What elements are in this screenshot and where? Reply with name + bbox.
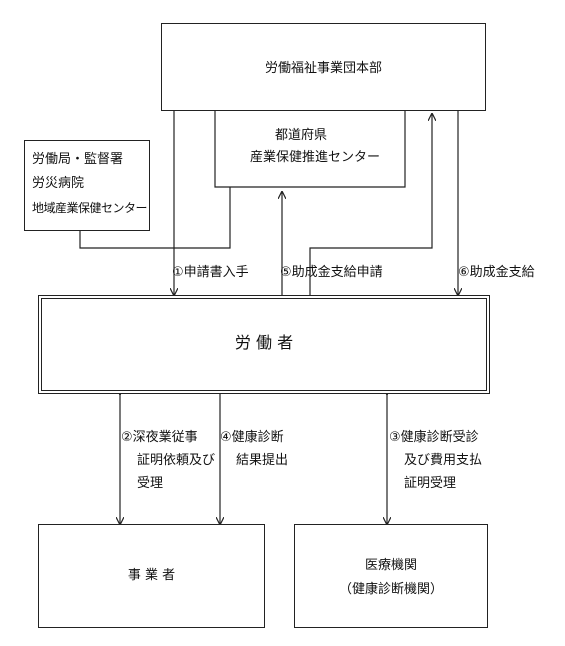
prefectural-center-line1: 都道府県: [275, 128, 328, 143]
medical-label-1: 医療機関: [364, 558, 417, 573]
step2-line3: 受理: [137, 476, 164, 491]
prefectural-center-outline: [214, 111, 406, 188]
local-offices-box: 労働局・監督署 労災病院 地域産業保健センター: [24, 140, 150, 231]
step3-line1: ③健康診断受診: [389, 430, 479, 445]
step4-line2: 結果提出: [236, 453, 289, 468]
employer-label: 事 業 者: [127, 568, 176, 583]
step2-line1: ②深夜業従事: [121, 430, 198, 445]
headquarters-label: 労働福祉事業団本部: [264, 61, 382, 76]
medical-label-2: （健康診断機関）: [338, 582, 443, 597]
medical-box: 医療機関 （健康診断機関）: [294, 524, 488, 628]
step2-line2: 証明依頼及び: [137, 453, 216, 468]
local-office-2: 労災病院: [32, 176, 85, 191]
step3-line3: 証明受理: [404, 476, 457, 491]
step1-label: ①申請書入手: [172, 265, 249, 280]
step5-label: ⑤助成金支給申請: [280, 265, 383, 280]
arrow-to-hq: [309, 114, 432, 295]
headquarters-box: 労働福祉事業団本部: [161, 23, 486, 111]
local-office-1: 労働局・監督署: [32, 152, 124, 167]
local-offices-connector: [79, 187, 231, 249]
local-office-3: 地域産業保健センター: [32, 201, 148, 215]
employer-box: 事 業 者: [38, 524, 265, 628]
step6-label: ⑥助成金支給: [458, 265, 535, 280]
step4-line1: ④健康診断: [220, 430, 284, 445]
step3-line2: 及び費用支払: [404, 453, 483, 468]
worker-box: 労 働 者: [38, 295, 490, 394]
prefectural-center-line2: 産業保健推進センター: [250, 150, 381, 165]
worker-label: 労 働 者: [234, 333, 294, 352]
